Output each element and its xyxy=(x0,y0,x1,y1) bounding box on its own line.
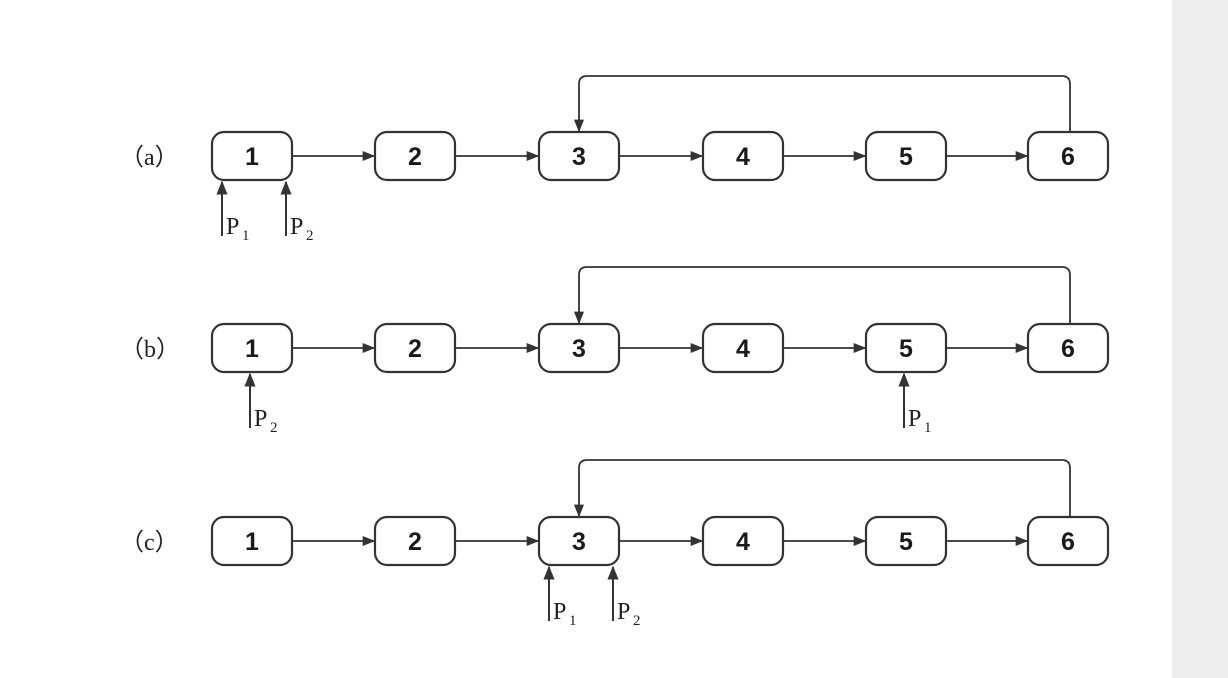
node-box xyxy=(701,130,785,182)
node-box xyxy=(1026,130,1110,182)
node-label: 2 xyxy=(408,143,422,171)
node-label: 6 xyxy=(1061,143,1075,171)
list-node: 1 xyxy=(210,515,294,567)
list-node: 4 xyxy=(701,322,785,374)
list-node: 2 xyxy=(373,322,457,374)
list-node: 2 xyxy=(373,515,457,567)
node-label: 6 xyxy=(1061,335,1075,363)
node-label: 5 xyxy=(899,528,913,556)
row-label: （c） xyxy=(120,530,179,556)
list-node: 5 xyxy=(864,130,948,182)
list-node: 6 xyxy=(1026,130,1110,182)
pointer-label: P xyxy=(908,406,921,432)
list-node: 5 xyxy=(864,515,948,567)
node-box xyxy=(373,515,457,567)
node-label: 3 xyxy=(572,143,586,171)
pointer-label: P xyxy=(553,599,566,625)
pointer-subscript: 2 xyxy=(306,228,314,244)
pointer-label: P xyxy=(617,599,630,625)
node-box xyxy=(864,322,948,374)
cycle-edge xyxy=(573,75,1071,133)
list-node: 3 xyxy=(537,515,621,567)
cycle-edge xyxy=(573,266,1071,325)
pointer-subscript: 1 xyxy=(242,228,250,244)
node-box xyxy=(210,322,294,374)
node-box xyxy=(1026,515,1110,567)
node-box xyxy=(537,322,621,374)
list-node: 5 xyxy=(864,322,948,374)
node-label: 1 xyxy=(245,143,259,171)
pointer-label: P xyxy=(254,406,267,432)
pointer-subscript: 1 xyxy=(569,613,577,629)
node-label: 3 xyxy=(572,528,586,556)
list-node: 3 xyxy=(537,130,621,182)
pointer-subscript: 2 xyxy=(270,420,278,436)
node-box xyxy=(537,130,621,182)
cycle-edge xyxy=(573,459,1071,518)
row-label: （b） xyxy=(120,337,180,363)
node-label: 2 xyxy=(408,335,422,363)
node-box xyxy=(701,515,785,567)
node-box xyxy=(1026,322,1110,374)
list-node: 1 xyxy=(210,130,294,182)
node-box xyxy=(210,130,294,182)
list-node: 6 xyxy=(1026,322,1110,374)
list-node: 2 xyxy=(373,130,457,182)
node-box xyxy=(210,515,294,567)
row-label: （a） xyxy=(120,145,179,171)
node-label: 3 xyxy=(572,335,586,363)
node-label: 4 xyxy=(736,143,750,171)
node-box xyxy=(701,322,785,374)
node-label: 6 xyxy=(1061,528,1075,556)
list-node: 3 xyxy=(537,322,621,374)
node-label: 2 xyxy=(408,528,422,556)
node-label: 5 xyxy=(899,335,913,363)
pointer-label: P xyxy=(290,214,303,240)
pointer-label: P xyxy=(226,214,239,240)
node-box xyxy=(373,322,457,374)
node-box xyxy=(537,515,621,567)
node-label: 1 xyxy=(245,528,259,556)
pointer-subscript: 1 xyxy=(924,420,932,436)
node-label: 4 xyxy=(736,335,750,363)
node-box xyxy=(864,130,948,182)
list-node: 6 xyxy=(1026,515,1110,567)
node-box xyxy=(373,130,457,182)
node-label: 5 xyxy=(899,143,913,171)
pointer-subscript: 2 xyxy=(633,613,641,629)
node-label: 1 xyxy=(245,335,259,363)
list-node: 1 xyxy=(210,322,294,374)
node-label: 4 xyxy=(736,528,750,556)
list-node: 4 xyxy=(701,515,785,567)
side-strip xyxy=(1172,0,1228,678)
node-box xyxy=(864,515,948,567)
list-node: 4 xyxy=(701,130,785,182)
